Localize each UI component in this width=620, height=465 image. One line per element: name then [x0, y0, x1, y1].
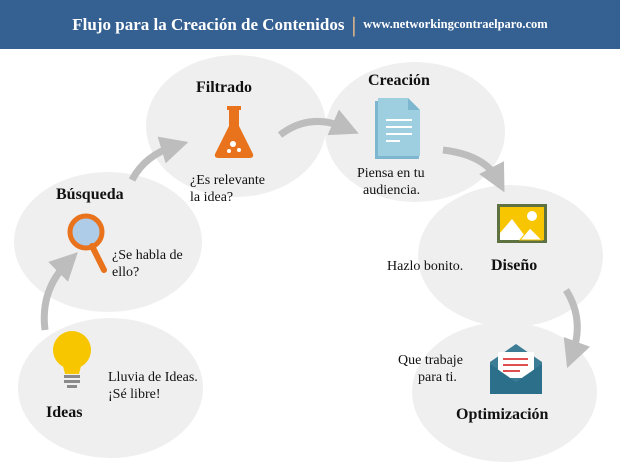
desc-line: la idea? — [190, 190, 234, 205]
arrow-busqueda-filtrado — [128, 136, 189, 182]
desc-line: ello? — [112, 265, 140, 280]
step-desc-diseno: Hazlo bonito. — [387, 259, 464, 274]
step-title-diseno: Diseño — [491, 257, 538, 274]
title-separator: | — [350, 12, 358, 37]
desc-line: Piensa en tu — [357, 166, 425, 181]
desc-line: audiencia. — [363, 183, 421, 198]
desc-line: para ti. — [418, 370, 457, 385]
image-icon — [497, 204, 547, 243]
step-title-busqueda: Búsqueda — [56, 186, 124, 203]
magnifier-icon — [67, 213, 107, 273]
step-desc-creacion: Piensa en tu audiencia. — [357, 165, 425, 199]
bubble-busqueda — [14, 172, 202, 312]
desc-line: ¿Se habla de — [112, 248, 183, 263]
flask-icon — [214, 106, 254, 158]
step-title-creacion: Creación — [368, 72, 430, 89]
header-banner: Flujo para la Creación de Contenidos | w… — [0, 0, 620, 49]
step-title-filtrado: Filtrado — [196, 79, 252, 96]
document-icon — [375, 98, 420, 159]
arrow-creacion-diseno — [442, 146, 505, 193]
desc-line: Que trabaje — [398, 353, 463, 368]
desc-line: ¡Sé libre! — [108, 387, 161, 402]
step-desc-ideas: Lluvia de Ideas. ¡Sé libre! — [108, 369, 198, 403]
step-title-ideas: Ideas — [46, 404, 83, 421]
website-url: www.networkingcontraelparo.com — [363, 17, 548, 31]
step-title-optimizacion: Optimización — [456, 406, 549, 423]
page-title: Flujo para la Creación de Contenidos — [72, 14, 345, 34]
step-desc-filtrado: ¿Es relevante la idea? — [190, 172, 265, 206]
bubble-ideas — [18, 318, 203, 458]
arrow-diseno-optimizacion — [562, 288, 590, 369]
arrow-ideas-busqueda — [40, 252, 78, 331]
desc-line: ¿Es relevante — [190, 173, 266, 188]
lightbulb-icon — [53, 331, 91, 388]
envelope-icon — [490, 344, 542, 394]
step-desc-optimizacion: Que trabaje para ti. — [398, 352, 463, 386]
desc-line: Lluvia de Ideas. — [108, 370, 198, 385]
arrow-filtrado-creacion — [277, 109, 359, 138]
step-desc-busqueda: ¿Se habla de ello? — [112, 247, 183, 281]
